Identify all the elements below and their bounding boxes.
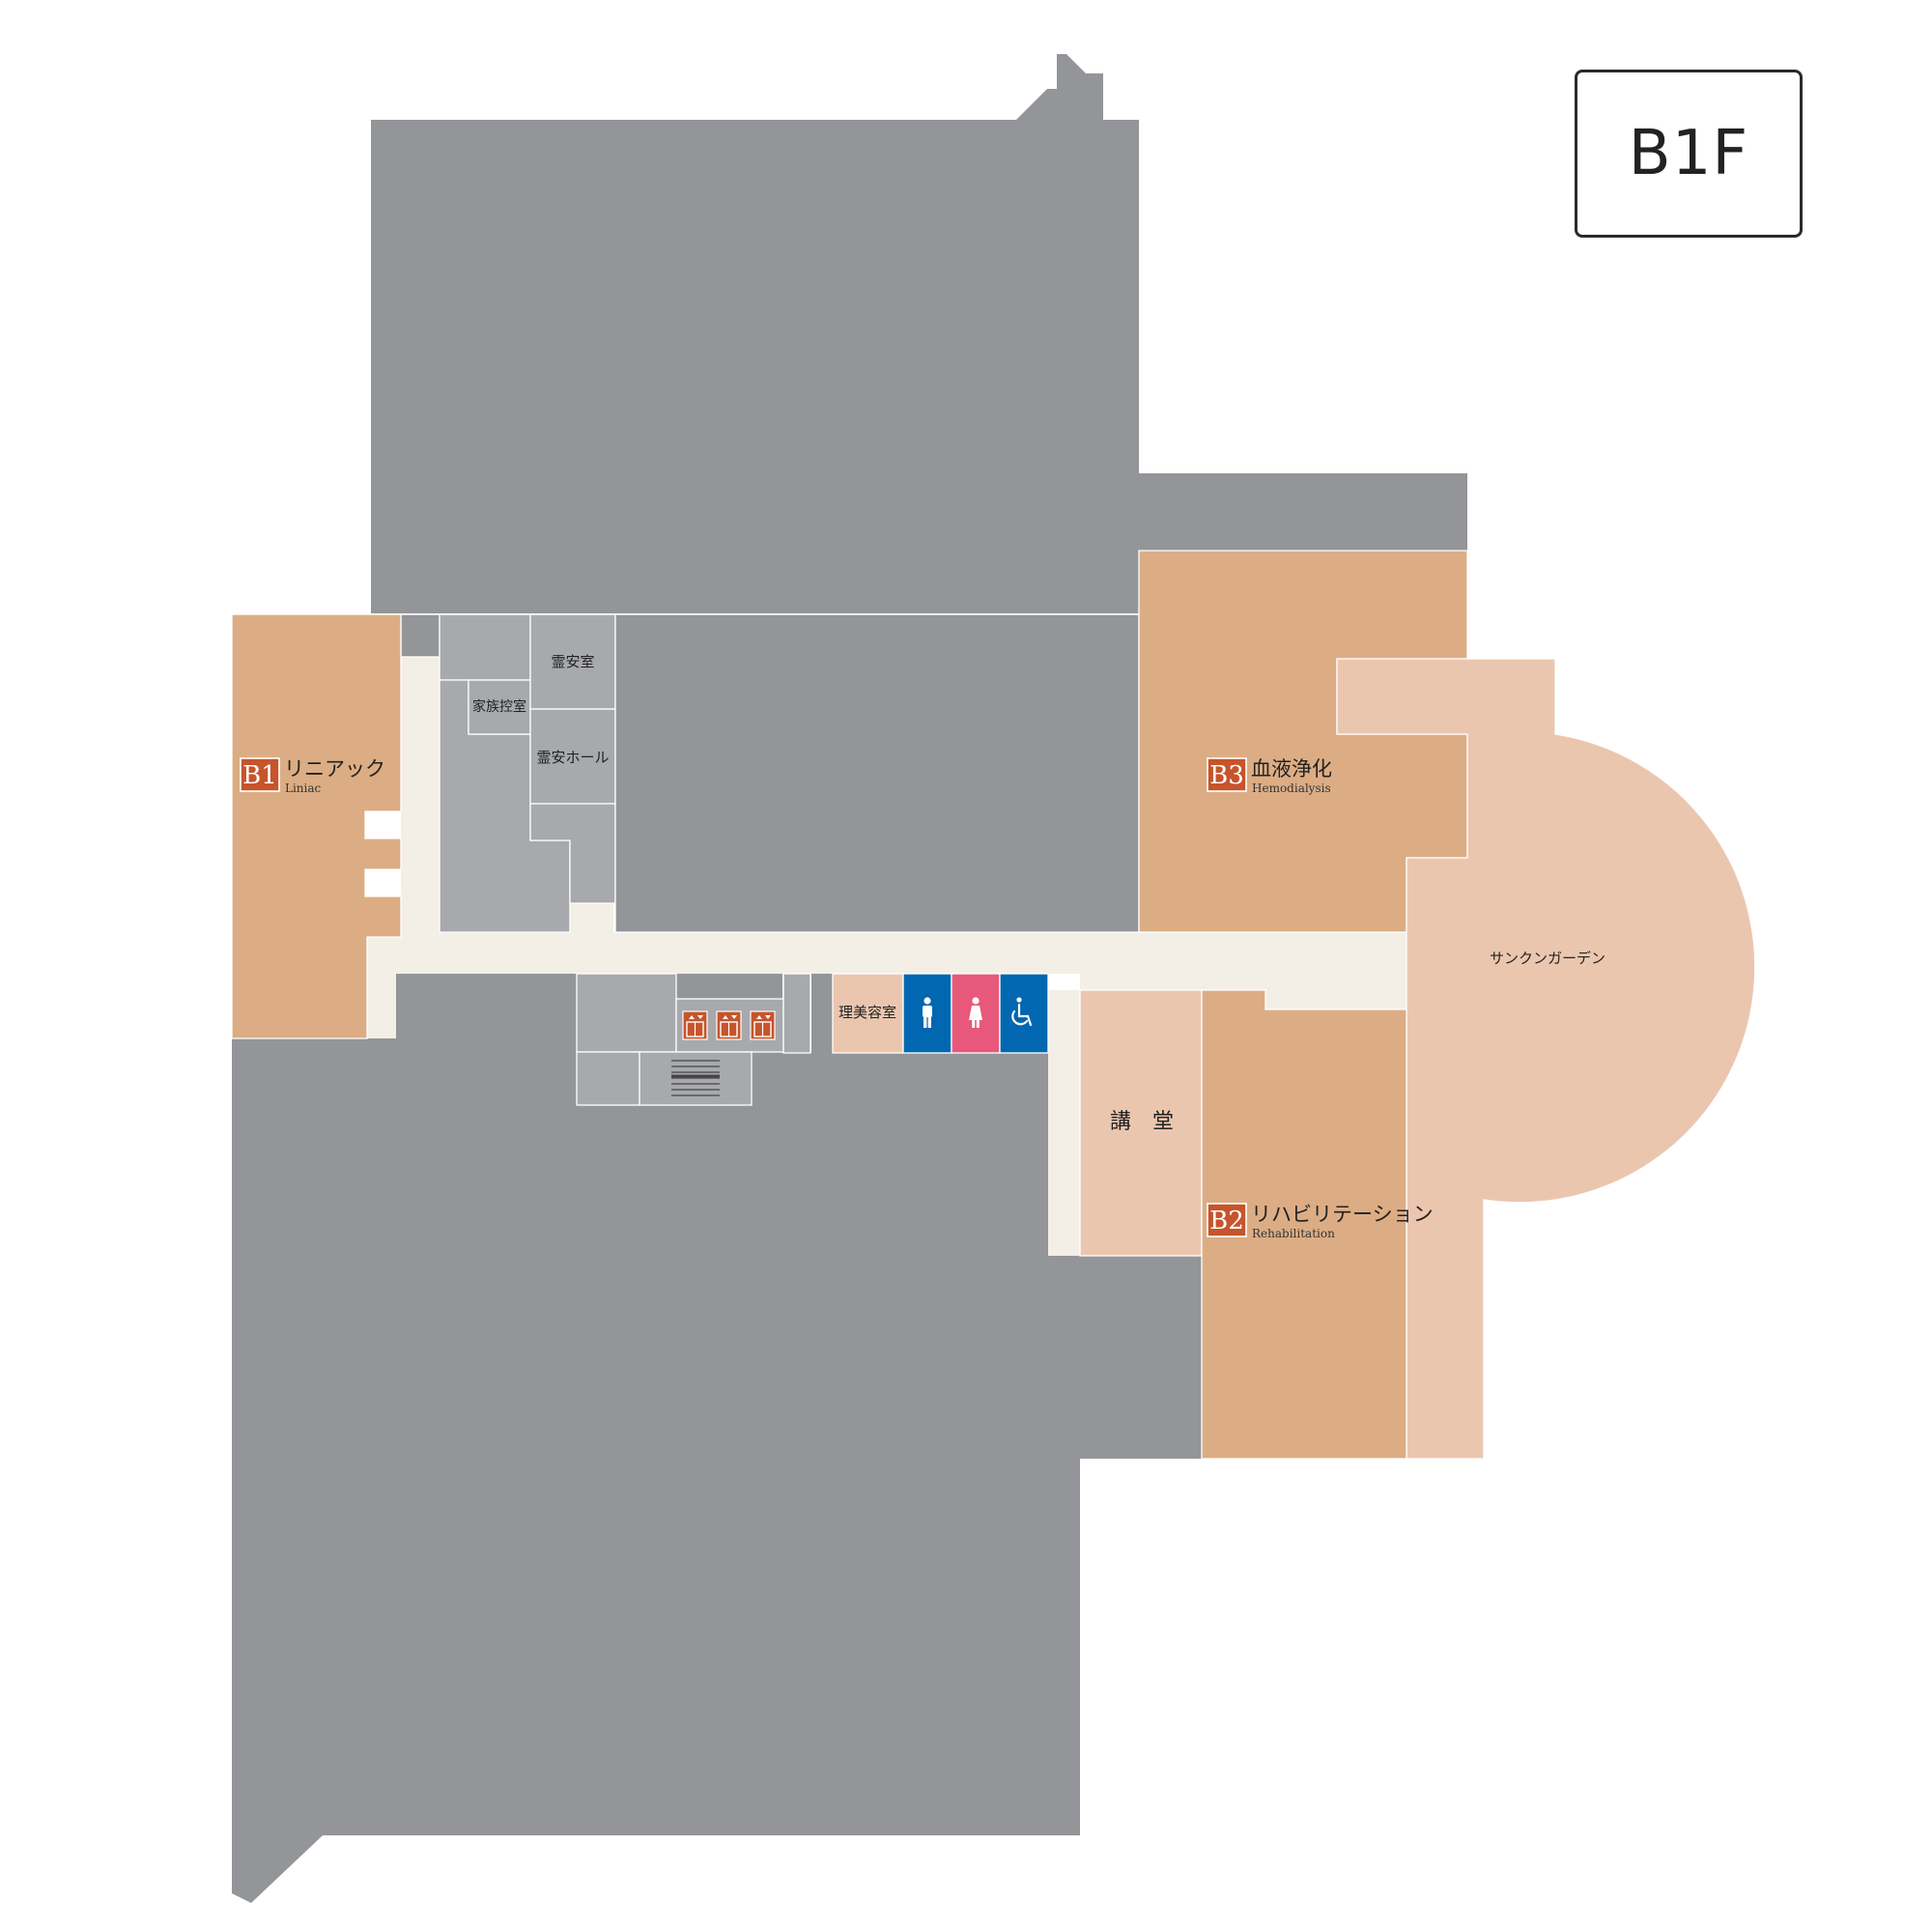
room-grey-core [614,613,1140,933]
room-pillar [782,973,811,1054]
label-reian-shitsu: 霊安室 [551,653,594,670]
svg-text:B2: B2 [1209,1207,1244,1236]
room-kazoku-hikae [468,679,531,735]
dept-b3-name: 血液浄化 [1251,757,1332,781]
svg-text:B3: B3 [1209,761,1244,790]
elevator-icon [716,1010,742,1040]
dept-b2-en: Rehabilitation [1252,1227,1335,1240]
elevator-icon [750,1010,776,1040]
floor-indicator-text: B1F [1628,118,1749,189]
room-reian-shitsu [529,613,616,710]
dept-b1-area [231,613,402,1039]
room-reian-hall [529,708,616,805]
label-koudou: 講 堂 [1110,1110,1174,1134]
stairs-icon [671,1060,720,1096]
dept-b3-en: Hemodialysis [1252,781,1331,795]
dept-b1-name: リニアック [284,757,385,781]
label-riyou-shitsu: 理美容室 [838,1004,896,1021]
floor-indicator: B1F [1575,70,1803,238]
svg-text:B1: B1 [242,761,277,790]
female-toilet-icon [969,997,982,1028]
dept-b2-name: リハビリテーション [1251,1203,1434,1226]
building-block-north [371,54,1139,613]
elevator-icon [682,1010,708,1040]
accessible-toilet [999,973,1049,1054]
room-storage-b [439,613,531,681]
label-reian-hall: 霊安ホール [536,749,609,766]
room-grey-lower [576,1051,640,1106]
building-block-east [1139,473,1467,551]
male-toilet-icon [923,997,932,1028]
dept-b2-area [1201,989,1407,1460]
building-block-south [232,974,1202,1903]
corridor-main [367,657,1406,1256]
room-storage-a [400,613,440,658]
room-stair-hall [576,973,677,1053]
room-koudou [1079,989,1203,1257]
label-sunken-garden: サンクンガーデン [1490,950,1605,967]
dept-b2-badge: B2 [1207,1203,1247,1237]
sunken-garden-area [1336,658,1756,1460]
label-kazoku-hikae: 家族控室 [472,698,526,715]
dept-b1-en: Liniac [285,781,322,795]
dept-b1-badge: B1 [240,757,280,792]
dept-b3-badge: B3 [1207,757,1247,792]
accessible-toilet-icon [1011,997,1033,1027]
